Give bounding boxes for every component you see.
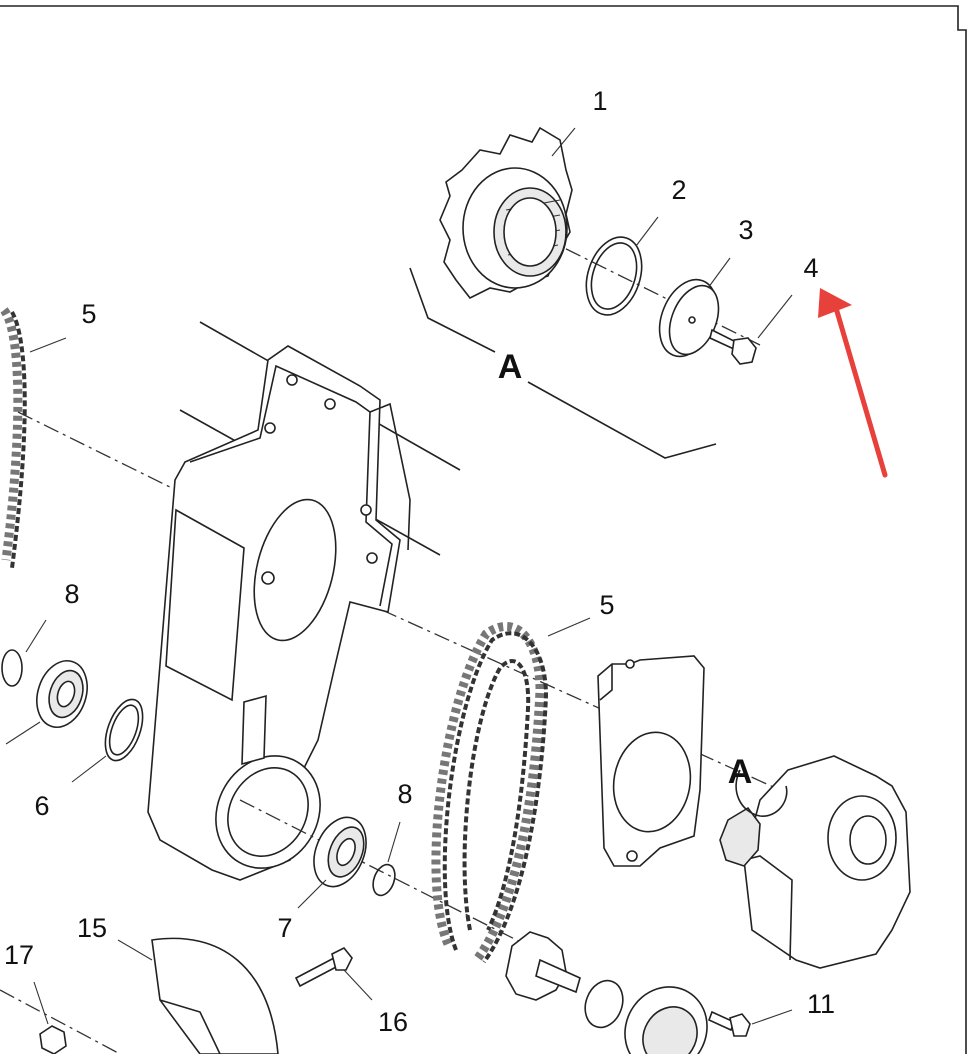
callout-16: 16 [378, 1007, 408, 1037]
leader-11 [751, 1009, 793, 1025]
washer-3 [658, 278, 720, 358]
axis-line-lower [239, 799, 561, 963]
bearing-left [36, 660, 88, 728]
frame-border [0, 5, 967, 1054]
leader-8-lower [387, 821, 401, 863]
gearbox [719, 755, 911, 969]
chain-middle-5 [431, 621, 549, 964]
chain-left-5 [0, 307, 27, 569]
snap-ring-8-lower [372, 863, 396, 897]
snap-ring-2 [585, 236, 643, 316]
axis-line-upper [17, 411, 181, 493]
detail-bracket-right [527, 381, 717, 459]
mounting-plate [597, 655, 705, 867]
axis-line-detail [539, 235, 761, 346]
flange-lower-right [624, 986, 708, 1054]
cover-15 [151, 937, 279, 1054]
snap-ring-lower-right [584, 979, 624, 1029]
bolt-11 [707, 1010, 751, 1037]
leader-5-left [29, 337, 67, 353]
callout-8-lower: 8 [397, 779, 412, 809]
pointer-arrow [818, 288, 888, 478]
detail-label-a-top: A [498, 348, 523, 386]
bolt-16 [294, 946, 353, 988]
leader-7 [297, 879, 327, 909]
callout-6: 6 [34, 791, 49, 821]
callout-5-middle: 5 [599, 590, 614, 620]
bolt-4 [709, 328, 757, 365]
bearing-7 [313, 816, 367, 888]
callout-15: 15 [77, 913, 107, 943]
callout-3: 3 [738, 215, 753, 245]
sprocket-1 [439, 126, 573, 300]
leader-4 [757, 294, 793, 339]
callout-17: 17 [4, 940, 34, 970]
detail-a-group [409, 126, 793, 459]
callout-1: 1 [592, 86, 607, 116]
leader-17 [33, 981, 49, 1025]
nut-17 [39, 1025, 67, 1054]
leader-2 [635, 216, 659, 247]
callout-7: 7 [277, 913, 292, 943]
leader-8-left [25, 619, 47, 653]
leader-16 [343, 969, 373, 1001]
housing-frame [147, 321, 461, 881]
detail-label-a-gearbox: A [728, 753, 753, 791]
leader-1 [551, 127, 576, 157]
callout-5-left: 5 [81, 299, 96, 329]
axis-line-bottom-left [0, 989, 121, 1054]
snap-ring-8-left [1, 649, 23, 687]
snap-ring-6 [104, 698, 144, 762]
leader-5-middle [547, 617, 591, 637]
detail-a-circle [735, 769, 788, 817]
sprocket-lower [505, 931, 581, 1001]
leader-6 [71, 755, 107, 783]
callout-2: 2 [671, 175, 686, 205]
callout-11: 11 [807, 989, 835, 1019]
detail-bracket-left [409, 267, 496, 353]
callout-4: 4 [803, 253, 818, 283]
leader-bearing-left [5, 721, 41, 745]
callout-8-left: 8 [64, 579, 79, 609]
leader-3 [707, 257, 731, 289]
leader-15 [117, 939, 153, 961]
